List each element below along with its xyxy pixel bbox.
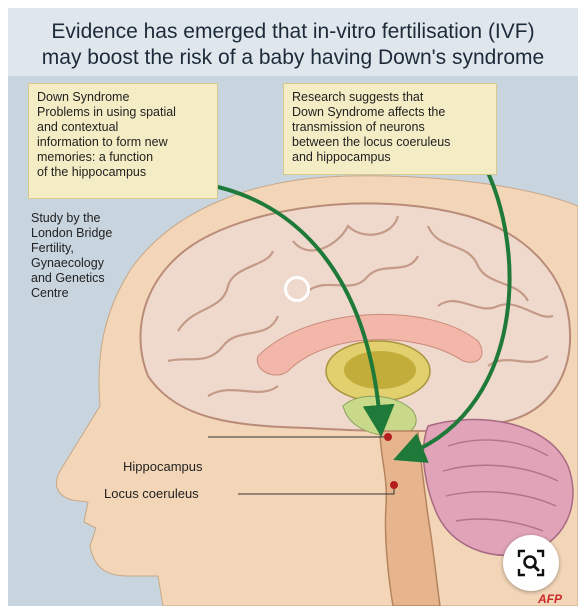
study-line: London Bridge <box>31 226 112 241</box>
study-line: Gynaecology <box>31 256 112 271</box>
visual-search-icon <box>517 549 545 577</box>
note-left-line: information to form new <box>37 135 209 150</box>
label-hippocampus: Hippocampus <box>123 459 203 474</box>
note-right-line: Down Syndrome affects the <box>292 105 488 120</box>
note-left-line: Problems in using spatial <box>37 105 209 120</box>
title-line-2: may boost the risk of a baby having Down… <box>8 46 578 70</box>
study-line: and Genetics <box>31 271 112 286</box>
study-line: Fertility, <box>31 241 112 256</box>
note-right-line: transmission of neurons <box>292 120 488 135</box>
study-credit: Study by the London Bridge Fertility, Gy… <box>31 211 112 301</box>
note-right-line: Research suggests that <box>292 90 488 105</box>
study-line: Centre <box>31 286 112 301</box>
afp-logo: AFP <box>538 592 562 606</box>
title-line-1: Evidence has emerged that in-vitro ferti… <box>8 20 578 44</box>
study-line: Study by the <box>31 211 112 226</box>
note-right-line: between the locus coeruleus <box>292 135 488 150</box>
note-left-line: and contextual <box>37 120 209 135</box>
cursor-ring-icon <box>284 276 310 302</box>
note-left-line: of the hippocampus <box>37 165 209 180</box>
note-down-syndrome: Down Syndrome Problems in using spatial … <box>28 83 218 199</box>
label-locus-coeruleus: Locus coeruleus <box>104 486 199 501</box>
note-right-line: and hippocampus <box>292 150 488 165</box>
note-left-line: Down Syndrome <box>37 90 209 105</box>
note-research: Research suggests that Down Syndrome aff… <box>283 83 497 175</box>
thalamus-inner <box>344 351 416 389</box>
note-left-line: memories: a function <box>37 150 209 165</box>
visual-search-button[interactable] <box>503 535 559 591</box>
hippocampus-marker <box>384 433 392 441</box>
title-bar: Evidence has emerged that in-vitro ferti… <box>8 8 578 76</box>
locus-marker <box>390 481 398 489</box>
